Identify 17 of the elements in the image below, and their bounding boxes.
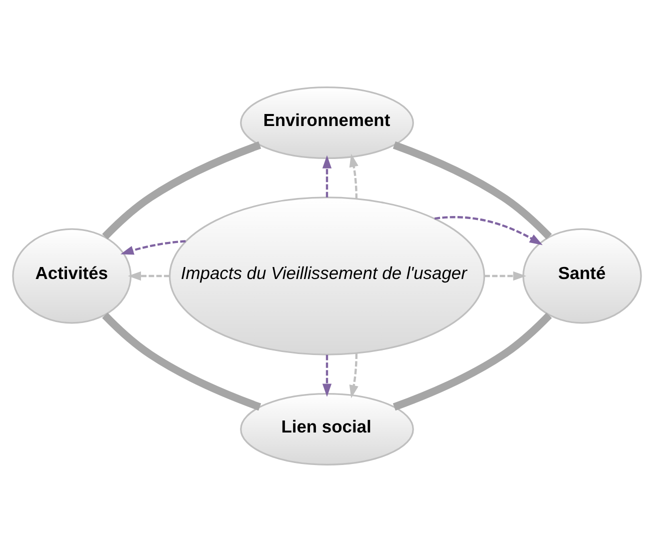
arrow <box>349 154 358 199</box>
connector <box>392 312 552 411</box>
connector <box>102 312 262 411</box>
node-ellipse: Environnement <box>240 86 414 160</box>
arrow <box>322 155 332 198</box>
arrow <box>128 271 170 281</box>
node-ellipse: Impacts du Vieillissement de l'usager <box>168 196 486 356</box>
arrow <box>349 353 358 398</box>
node-ellipse: Activités <box>12 228 132 324</box>
node-ellipse: Lien social <box>240 392 414 466</box>
arrow <box>120 240 186 255</box>
connector <box>102 141 262 240</box>
arrow <box>322 354 332 397</box>
connector <box>392 141 552 240</box>
node-ellipse: Santé <box>522 228 642 324</box>
arrow <box>434 216 543 246</box>
arrow <box>484 271 526 281</box>
